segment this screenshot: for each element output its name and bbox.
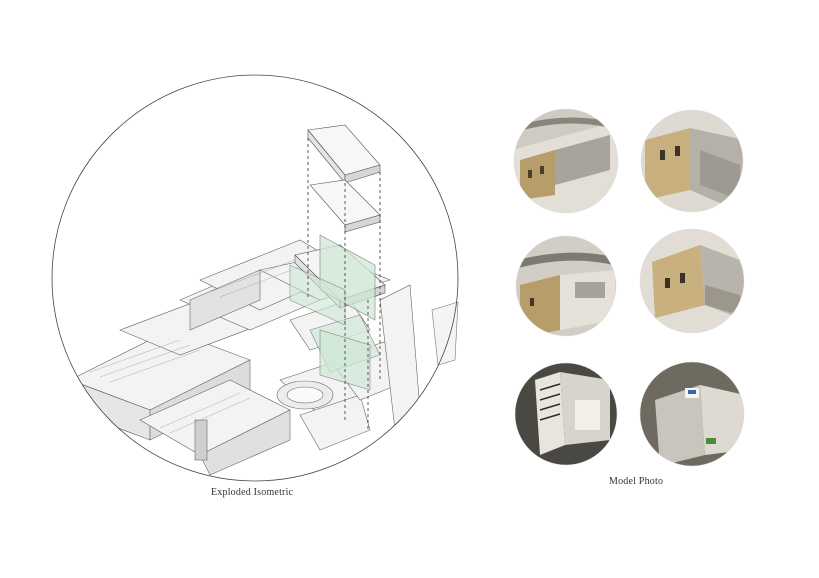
model-photo-caption: Model Photo — [609, 476, 664, 487]
model-photo-grid — [513, 108, 745, 467]
exploded-isometric-drawing — [51, 74, 459, 482]
model-photo-4 — [640, 229, 744, 333]
model-photo-3 — [516, 236, 616, 336]
model-photo-2 — [641, 110, 743, 212]
model-photo-1 — [514, 109, 618, 213]
model-photo-6 — [640, 362, 744, 466]
model-photo-5 — [515, 363, 617, 465]
exploded-isometric-caption: Exploded Isometric — [211, 487, 294, 498]
